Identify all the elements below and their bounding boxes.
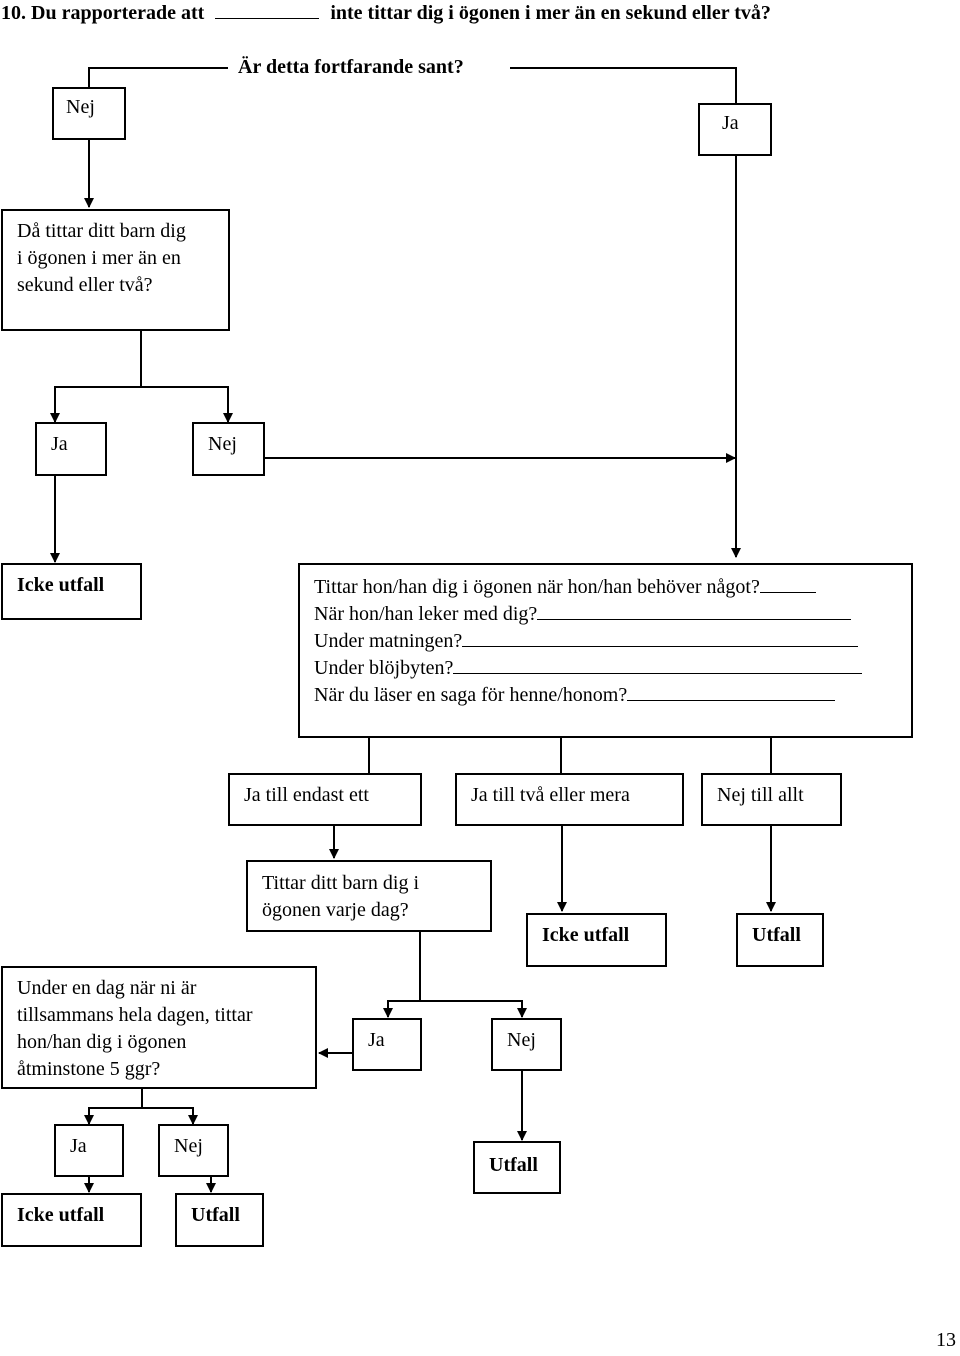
page-number: 13 [936, 1329, 956, 1351]
situation-need: Tittar hon/han dig i ögonen när hon/han … [314, 574, 897, 601]
line-to-ja-top [510, 67, 737, 103]
question-blank [215, 0, 320, 19]
outcome-icke-utfall-1: Icke utfall [1, 563, 142, 620]
five-times-nej: Nej [158, 1124, 229, 1177]
arrow-fivetimes-ja [84, 1107, 142, 1125]
five-times-question-box: Under en dag när ni är tillsammans hela … [1, 966, 317, 1089]
daily-line-1: Tittar ditt barn dig i [262, 872, 420, 894]
question-number: 10. Du rapporterade att [1, 2, 205, 24]
outcome-utfall-3: Utfall [175, 1193, 264, 1247]
situation-feeding: Under matningen? [314, 628, 897, 655]
outcome-icke-utfall-3: Icke utfall [1, 1193, 142, 1247]
arrow-daily-nej [420, 1000, 527, 1018]
situation-diaper: Under blöjbyten? [314, 655, 897, 682]
option-no-to-all: Nej till allt [701, 773, 842, 826]
fivetimes-line-4: åtminstone 5 ggr? [17, 1058, 161, 1080]
fivetimes-line-3: hon/han dig i ögonen [17, 1031, 187, 1053]
option-yes-one: Ja till endast ett [228, 773, 422, 826]
situation-story: När du läser en saga för henne/honom? [314, 682, 897, 709]
outcome-icke-utfall-2: Icke utfall [526, 913, 667, 967]
arrow-fivetimes-nej [142, 1107, 198, 1125]
outcome-utfall-1: Utfall [736, 913, 824, 967]
outcome-utfall-2: Utfall [473, 1141, 561, 1194]
daily-question-box: Tittar ditt barn dig i ögonen varje dag? [246, 860, 492, 932]
answer-nej-top: Nej [52, 87, 126, 140]
daily-ja: Ja [352, 1018, 422, 1071]
followup-question-box: Då tittar ditt barn dig i ögonen i mer ä… [1, 209, 230, 331]
situation-play: När hon/han leker med dig? [314, 601, 897, 628]
daily-nej: Nej [491, 1018, 562, 1071]
followup-nej: Nej [192, 422, 265, 476]
arrow-followup-ja [50, 386, 141, 423]
question-subtitle: Är detta fortfarande sant? [238, 56, 464, 78]
daily-line-2: ögonen varje dag? [262, 899, 409, 921]
situations-box: Tittar hon/han dig i ögonen när hon/han … [298, 563, 913, 738]
fivetimes-line-2: tillsammans hela dagen, tittar [17, 1004, 253, 1026]
followup-ja: Ja [35, 422, 107, 476]
option-yes-two-or-more: Ja till två eller mera [455, 773, 684, 826]
question-line: 10. Du rapporterade att inte tittar dig … [1, 0, 771, 27]
followup-line-1: Då tittar ditt barn dig [17, 220, 186, 242]
arrow-followup-nej [141, 386, 233, 423]
question-text: inte tittar dig i ögonen i mer än en sek… [330, 2, 771, 24]
line-to-nej-top [88, 67, 228, 90]
arrow-daily-ja [383, 1000, 420, 1018]
followup-line-3: sekund eller två? [17, 274, 153, 296]
answer-ja-top: Ja [698, 103, 772, 156]
followup-line-2: i ögonen i mer än en [17, 247, 181, 269]
fivetimes-line-1: Under en dag när ni är [17, 977, 197, 999]
five-times-ja: Ja [54, 1124, 124, 1177]
